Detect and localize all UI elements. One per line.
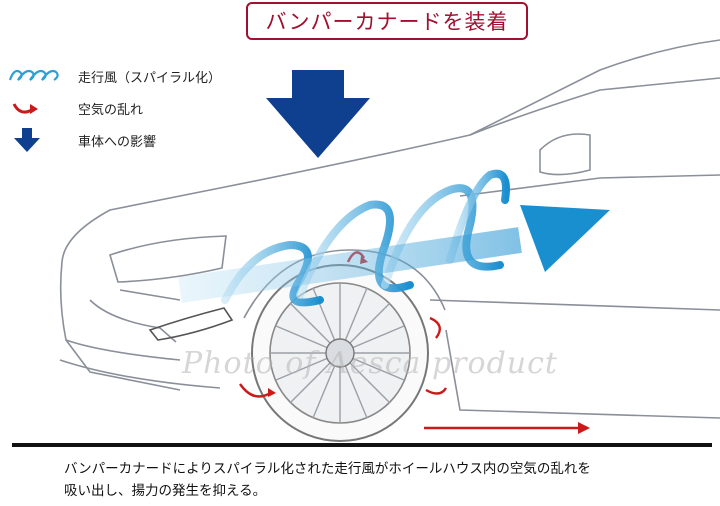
legend-label-impact: 車体への影響 <box>78 134 157 150</box>
downforce-arrow <box>266 70 370 158</box>
down-arrow-icon <box>6 126 78 154</box>
airflow-arrow <box>178 205 610 303</box>
legend-item-turbulence: 空気の乱れ <box>6 92 221 124</box>
front-wheel <box>243 249 446 442</box>
spiral-icon <box>6 62 78 90</box>
legend-item-airflow: 走行風（スパイラル化） <box>6 60 221 92</box>
title-banner: バンパーカナードを装着 <box>246 2 528 40</box>
caption-line-1: バンパーカナードによりスパイラル化された走行風がホイールハウス内の空気の乱れを <box>64 461 591 477</box>
legend-item-impact: 車体への影響 <box>6 124 221 156</box>
watermark-text: Photo of Aesca product <box>182 346 558 381</box>
car-body <box>59 39 720 419</box>
legend: 走行風（スパイラル化） 空気の乱れ 車体への影響 <box>6 60 221 156</box>
caption: バンパーカナードによりスパイラル化された走行風がホイールハウス内の空気の乱れを … <box>64 458 714 502</box>
travel-direction-arrow <box>424 422 590 434</box>
legend-label-airflow: 走行風（スパイラル化） <box>78 70 222 86</box>
caption-line-2: 吸い出し、揚力の発生を抑える。 <box>64 483 267 499</box>
legend-label-turbulence: 空気の乱れ <box>78 102 144 118</box>
curved-arrow-icon <box>6 94 78 122</box>
